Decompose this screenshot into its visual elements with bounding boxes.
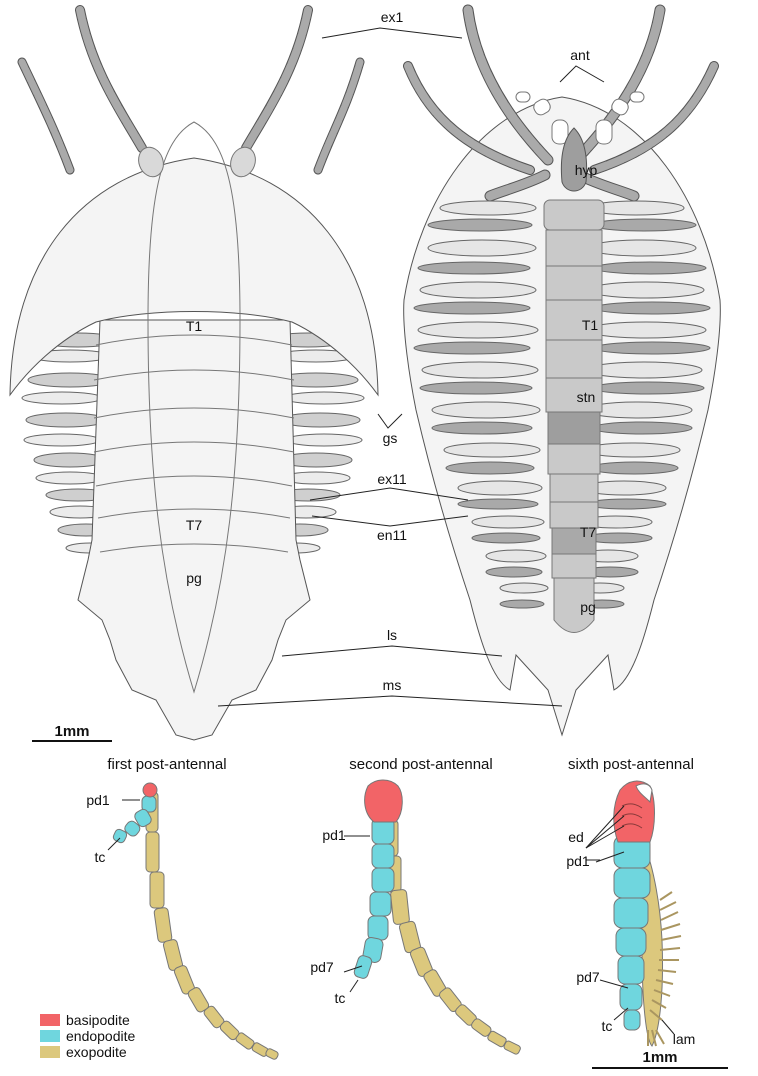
first-exopodite (146, 792, 279, 1060)
label-gs: gs (383, 430, 398, 446)
label-ex11: ex11 (377, 471, 407, 487)
second-exopodite (384, 820, 521, 1055)
first-label-pd1: pd1 (86, 792, 110, 808)
dorsal-view: T1 T7 pg (10, 10, 378, 740)
label-T1-dorsal: T1 (186, 318, 203, 334)
appendage-title-first: first post-antennal (107, 756, 226, 773)
label-pg-dorsal: pg (186, 570, 202, 586)
ventral-sternites (544, 200, 604, 633)
scale-bar-top: 1mm (32, 723, 112, 741)
second-endopodite (353, 818, 394, 980)
dorsal-antennae (22, 10, 360, 170)
label-ls: ls (387, 627, 397, 643)
scale-bar-bottom-label: 1mm (642, 1049, 677, 1066)
label-en11: en11 (377, 527, 407, 543)
appendage-title-sixth: sixth post-antennal (568, 756, 694, 773)
legend: basipodite endopodite exopodite (40, 1012, 136, 1060)
label-T7-dorsal: T7 (186, 517, 203, 533)
legend-swatch-endopodite (40, 1030, 60, 1042)
label-stn: stn (577, 389, 596, 405)
label-T1-ventral: T1 (582, 317, 599, 333)
sixth-label-pd7: pd7 (576, 969, 600, 985)
label-ant: ant (570, 47, 590, 63)
label-ms: ms (383, 677, 402, 693)
first-basipodite (143, 783, 157, 797)
first-label-tc: tc (95, 849, 106, 865)
label-hyp: hyp (575, 162, 598, 178)
legend-swatch-exopodite (40, 1046, 60, 1058)
label-pg-ventral: pg (580, 599, 596, 615)
sixth-label-tc: tc (602, 1018, 613, 1034)
sixth-label-pd1: pd1 (566, 853, 590, 869)
second-label-tc: tc (335, 990, 346, 1006)
label-T7-ventral: T7 (580, 524, 597, 540)
legend-swatch-basipodite (40, 1014, 60, 1026)
legend-label-basipodite: basipodite (66, 1012, 130, 1028)
ventral-view: hyp T1 stn T7 pg (404, 10, 721, 735)
label-ex1: ex1 (381, 9, 404, 25)
scale-bar-bottom: 1mm (592, 1049, 728, 1068)
second-label-pd1: pd1 (322, 827, 346, 843)
appendage-title-second: second post-antennal (349, 756, 492, 773)
second-label-pd7: pd7 (310, 959, 334, 975)
second-basipodite (365, 780, 403, 822)
sixth-label-lam: lam (673, 1031, 696, 1047)
sixth-label-ed: ed (568, 829, 584, 845)
legend-label-exopodite: exopodite (66, 1044, 127, 1060)
legend-label-endopodite: endopodite (66, 1028, 136, 1044)
appendage-second-post-antennal: second post-antennal (310, 756, 521, 1055)
scale-bar-top-label: 1mm (54, 723, 89, 740)
appendage-sixth-post-antennal: sixth post-antennal (566, 756, 695, 1047)
